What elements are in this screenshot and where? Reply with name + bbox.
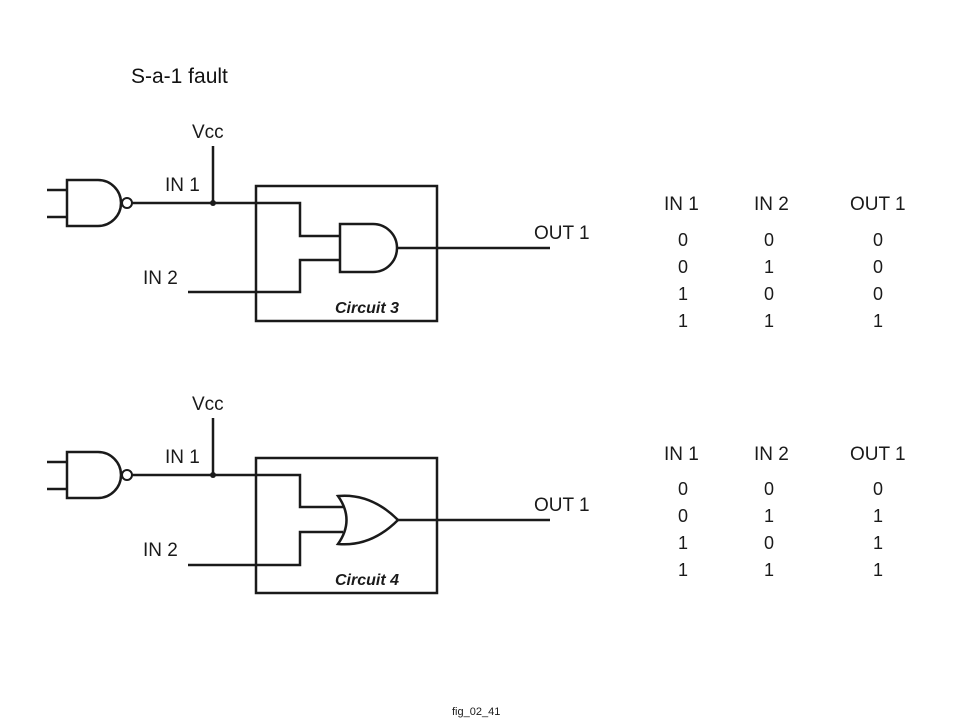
tt4-cell: 0 (764, 479, 774, 499)
tt4-cell: 0 (678, 506, 688, 526)
tt3-header-out1: OUT 1 (850, 194, 906, 215)
tt3-cell: 1 (764, 311, 774, 331)
circuit-4-name: Circuit 4 (335, 572, 399, 589)
vcc-junction-dot (210, 472, 216, 478)
tt4-cell: 1 (678, 560, 688, 580)
circuit-3-box (254, 184, 439, 323)
circuit-3-name: Circuit 3 (335, 300, 399, 317)
in1-label: IN 1 (165, 175, 200, 196)
nand-input-wires (47, 460, 67, 491)
tt4-header-out1: OUT 1 (850, 444, 906, 465)
circuit-3-schematic: Vcc IN 1 IN 2 OUT 1 Circuit 3 (47, 122, 590, 323)
nand-gate-symbol (47, 450, 133, 500)
tt3-cell: 0 (678, 230, 688, 250)
tt3-cell: 1 (678, 311, 688, 331)
or-gate-symbol (335, 494, 400, 546)
tt3-cell: 1 (764, 257, 774, 277)
vcc-label: Vcc (192, 394, 224, 415)
nand-gate-symbol (47, 178, 133, 228)
tt4-cell: 1 (873, 533, 883, 553)
tt4-cell: 1 (764, 506, 774, 526)
tt3-header-in1: IN 1 (664, 194, 699, 215)
nand-gate-body (65, 178, 123, 228)
nand-input-wires (47, 188, 67, 219)
tt4-cell: 0 (873, 479, 883, 499)
tt3-cell: 0 (764, 230, 774, 250)
tt3-cell: 0 (873, 284, 883, 304)
nand-gate-body (65, 450, 123, 500)
tt3-cell: 0 (873, 230, 883, 250)
in2-wire (188, 530, 343, 567)
in2-wire (188, 258, 340, 294)
tt3-cell: 0 (678, 257, 688, 277)
tt4-header-in2: IN 2 (754, 444, 789, 465)
slide-title: S-a-1 fault (131, 65, 228, 88)
tt4-cell: 1 (873, 506, 883, 526)
figure-caption: fig_02_41 (452, 706, 500, 718)
tt4-cell: 1 (678, 533, 688, 553)
truth-table-circuit-4: IN 1 IN 2 OUT 1 0 0 0 0 1 1 1 0 1 1 1 1 (664, 444, 906, 580)
tt3-cell: 1 (678, 284, 688, 304)
out1-label: OUT 1 (534, 495, 590, 516)
and-gate-symbol (338, 222, 399, 274)
circuit-4-schematic: Vcc IN 1 IN 2 OUT 1 Circuit 4 (47, 394, 590, 595)
in2-label: IN 2 (143, 540, 178, 561)
tt4-cell: 1 (873, 560, 883, 580)
nand-inversion-bubble (121, 197, 133, 209)
circuit-4-box (254, 456, 439, 595)
in1-label: IN 1 (165, 447, 200, 468)
tt4-cell: 0 (678, 479, 688, 499)
tt4-header-in1: IN 1 (664, 444, 699, 465)
tt3-header-in2: IN 2 (754, 194, 789, 215)
in2-label: IN 2 (143, 268, 178, 289)
out1-label: OUT 1 (534, 223, 590, 244)
vcc-label: Vcc (192, 122, 224, 143)
truth-table-circuit-3: IN 1 IN 2 OUT 1 0 0 0 0 1 0 1 0 0 1 1 1 (664, 194, 906, 331)
tt4-cell: 0 (764, 533, 774, 553)
in1-wire (132, 201, 340, 238)
in1-wire (132, 473, 343, 509)
vcc-junction-dot (210, 200, 216, 206)
tt3-cell: 0 (873, 257, 883, 277)
nand-inversion-bubble (121, 469, 133, 481)
tt4-cell: 1 (764, 560, 774, 580)
tt3-cell: 1 (873, 311, 883, 331)
tt3-cell: 0 (764, 284, 774, 304)
